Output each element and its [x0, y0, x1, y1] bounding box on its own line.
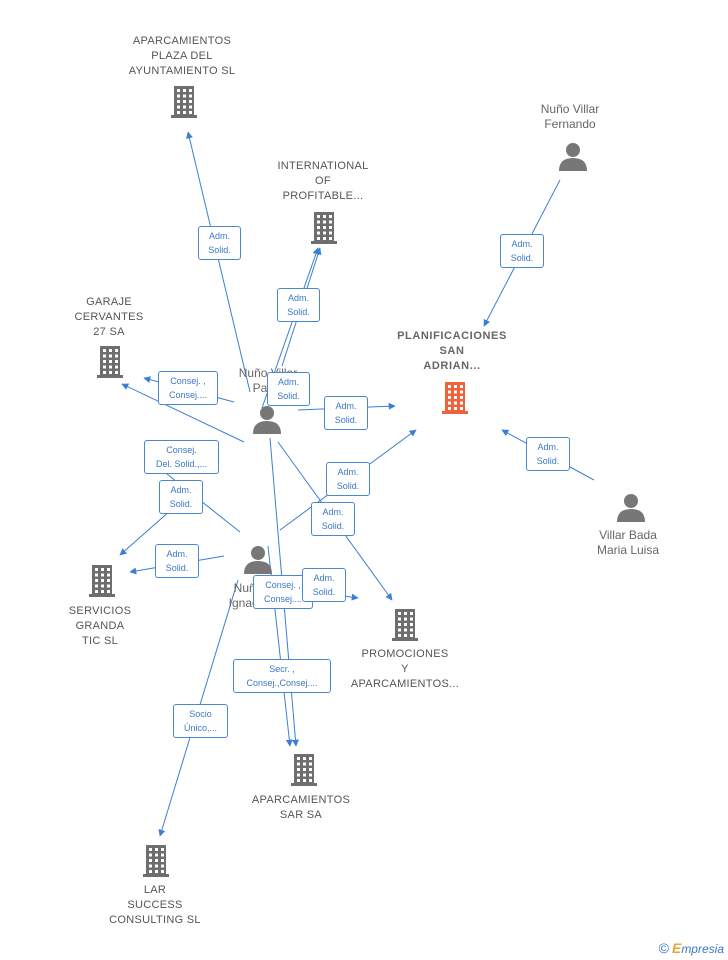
relation-box[interactable]: Adm.Solid.: [324, 396, 368, 430]
relation-edge: [121, 383, 245, 443]
relation-box[interactable]: Adm.Solid.: [277, 288, 320, 322]
building-icon-garaje[interactable]: [97, 346, 123, 378]
relation-box[interactable]: Adm.Solid.: [302, 568, 346, 602]
relation-box[interactable]: Adm.Solid.: [311, 502, 355, 536]
relation-box[interactable]: Adm.Solid.: [267, 372, 310, 406]
company-aparc-plaza-label[interactable]: APARCAMIENTOS PLAZA DEL AYUNTAMIENTO SL: [128, 35, 236, 77]
empresia-logo-text: mpresia: [681, 942, 724, 956]
person-icon-nuno-fernando[interactable]: [559, 143, 587, 171]
company-planificaciones-label[interactable]: PLANIFICACIONES SAN ADRIAN...: [397, 330, 507, 372]
relation-box[interactable]: Adm.Solid.: [526, 437, 570, 471]
person-nuno-fernando-label[interactable]: Nuño Villar Fernando: [540, 102, 600, 131]
relation-box[interactable]: Adm.Solid.: [155, 544, 199, 578]
building-icon-lar[interactable]: [143, 845, 169, 877]
relation-box[interactable]: Adm.Solid.: [500, 234, 544, 268]
person-villar-bada-label[interactable]: Villar Bada Maria Luisa: [596, 528, 660, 557]
empresia-logo-initial: E: [671, 940, 682, 956]
building-icon-promociones[interactable]: [392, 609, 418, 641]
empresia-brand: ©Empresia: [659, 940, 724, 956]
building-icon-planificaciones[interactable]: [442, 382, 468, 414]
relation-box[interactable]: Consej. ,Consej....: [158, 371, 218, 405]
company-aparc-sar-label[interactable]: APARCAMIENTOS SAR SA: [251, 794, 351, 821]
person-icon-villar-bada[interactable]: [617, 494, 645, 522]
building-icon-international[interactable]: [311, 212, 337, 244]
building-icon-aparc-sar[interactable]: [291, 754, 317, 786]
relation-box[interactable]: Adm.Solid.: [159, 480, 203, 514]
company-garaje-label[interactable]: GARAJE CERVANTES 27 SA: [74, 296, 144, 338]
building-icon-servicios[interactable]: [89, 565, 115, 597]
person-icon-nuno-pablo[interactable]: [253, 406, 281, 434]
company-servicios-label[interactable]: SERVICIOS GRANDA TIC SL: [68, 605, 132, 647]
copyright-icon: ©: [658, 940, 669, 956]
relation-box[interactable]: Adm.Solid.: [198, 226, 241, 260]
relation-edge: [186, 131, 251, 393]
relation-box[interactable]: Adm.Solid.: [326, 462, 370, 496]
relation-box[interactable]: Consej.Del. Solid.,...: [144, 440, 219, 474]
person-icon-nuno-ignacio[interactable]: [244, 546, 272, 574]
relation-box[interactable]: Secr. ,Consej.,Consej....: [233, 659, 331, 693]
company-lar-label[interactable]: LAR SUCCESS CONSULTING SL: [109, 884, 201, 926]
company-international-label[interactable]: INTERNATIONAL OF PROFITABLE...: [277, 160, 369, 202]
company-promociones-label[interactable]: PROMOCIONES Y APARCAMIENTOS...: [350, 648, 460, 690]
building-icon-aparc-plaza[interactable]: [171, 86, 197, 118]
